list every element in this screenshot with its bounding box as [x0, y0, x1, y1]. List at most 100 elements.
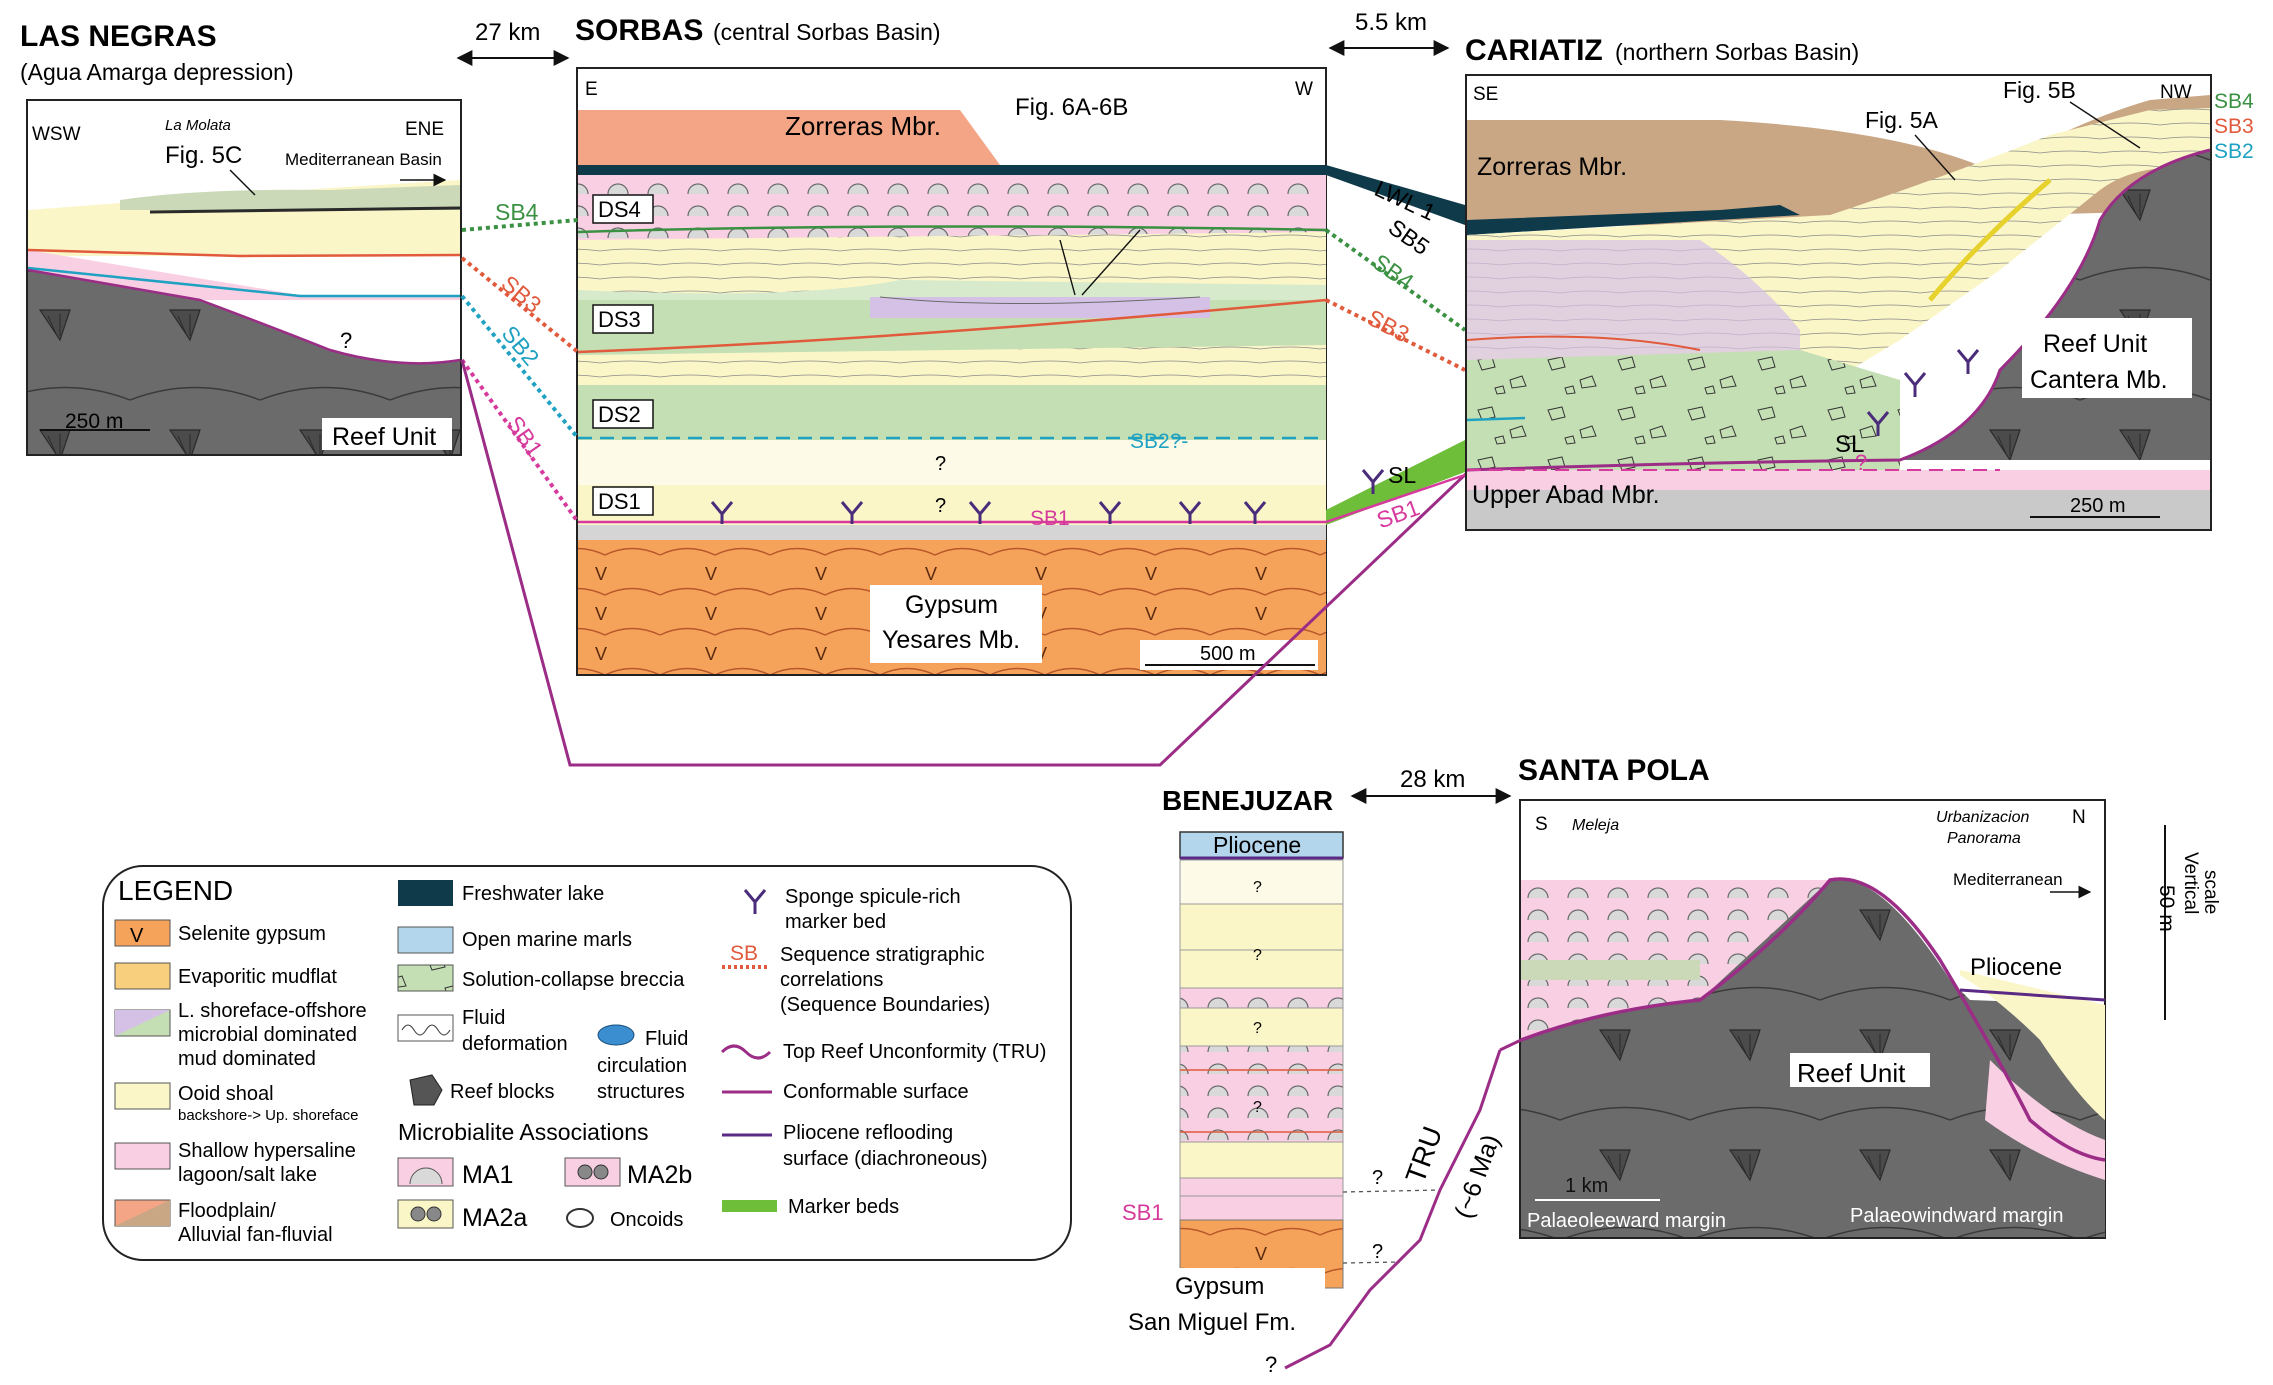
sponge-icon: [743, 889, 767, 914]
link-sb3-label: SB3: [496, 270, 546, 318]
ds2-box: [592, 399, 654, 429]
swatch-breccia: [397, 964, 454, 992]
bz-q5: ?: [1372, 1167, 1383, 1189]
oncoid-icon: [566, 1208, 594, 1228]
legend-seq-sb: SB: [730, 942, 758, 965]
right-correlations: LWL 1 SB5 SB4 SB3 SL SB1: [1324, 165, 1467, 534]
sorbas-panel: SORBAS (central Sorbas Basin) Zorreras M…: [575, 14, 1327, 676]
ds4-box: [592, 194, 654, 224]
reef-label-bg: [322, 418, 452, 450]
legend-seq-2: correlations: [780, 969, 883, 991]
ds4-lagoon: [578, 175, 1326, 240]
marker-bed-link: [1326, 440, 1465, 525]
las-negras-reef-unit: Reef Unit: [332, 423, 436, 451]
santa-pola-panel: SANTA POLA S Meleja Urbanizacion Panoram…: [1499, 754, 2106, 1239]
bz-bed-1: [1179, 859, 1344, 905]
distance-28-label: 28 km: [1400, 766, 1465, 793]
ma-bed-ds3: [879, 296, 1201, 304]
swatch-lagoon: [114, 1142, 171, 1170]
cariatiz-sb3-label: SB3: [2214, 115, 2254, 138]
legend-sponge-1: Sponge spicule-rich: [785, 886, 961, 908]
sl-sponge: [1361, 469, 1385, 494]
link-sb3: [460, 256, 580, 354]
distance-27-label: 27 km: [475, 19, 540, 46]
cariatiz-sb2: [1466, 416, 1526, 422]
legend-marls: Open marine marls: [462, 929, 632, 951]
fig5c-pointer: [229, 169, 256, 196]
zorreras-body: [578, 110, 1000, 165]
legend-fluid-circ-1: Fluid: [645, 1028, 688, 1050]
marker-bed-swatch: [722, 1200, 777, 1212]
link-sb2-label: SB2: [497, 321, 545, 371]
link-sb1: [460, 358, 580, 524]
cariatiz-breccia: [1467, 350, 1900, 470]
sorbas-sb3: [577, 298, 1327, 354]
bz-bed-4: [1179, 987, 1344, 1009]
bz-q3: ?: [1253, 1020, 1262, 1037]
legend-lagoon-1: Shallow hypersaline: [178, 1140, 356, 1162]
left-correlations: SB4 SB3 SB2 SB1: [460, 199, 1472, 767]
legend-frame: [102, 865, 1072, 1261]
cariatiz-reef-2: Cantera Mb.: [2030, 366, 2168, 394]
bz-bed-8: [1179, 1177, 1344, 1197]
cariatiz-sb4-label: SB4: [2214, 90, 2254, 113]
bz-sb1: SB1: [1122, 1200, 1164, 1225]
tru-icon: [720, 1044, 772, 1060]
legend-fluid-circ-2: circulation: [597, 1055, 687, 1077]
vertical-scale: Vertical scale 50 m: [2155, 825, 2221, 1020]
fig5a-label: Fig. 5A: [1865, 107, 1939, 133]
sp-plio-surface: [1959, 988, 2106, 1002]
sb2-line: [27, 266, 460, 298]
cariatiz-sb3: [1466, 335, 1701, 351]
fig6-pointer: [1059, 229, 1141, 296]
gypsum-label-2: Yesares Mb.: [882, 626, 1020, 654]
cariatiz-reef-1: Reef Unit: [2043, 330, 2147, 358]
bz-dashed-ties: [1342, 1189, 1441, 1264]
ds2-shoreface: [578, 385, 1326, 440]
bz-q6: ?: [1372, 1241, 1383, 1263]
lwl-link: [1326, 165, 1465, 225]
sponge-markers: [710, 501, 1267, 524]
bz-bed-5: [1179, 1007, 1344, 1047]
legend-ma2b: MA2b: [627, 1161, 692, 1189]
bz-gypsum-1: Gypsum: [1175, 1273, 1264, 1300]
cariatiz-nw: NW: [2160, 82, 2192, 103]
cariatiz-q: ?: [1855, 450, 1867, 475]
bz-gypsum-label-bg: [1165, 1268, 1325, 1336]
bz-q2: ?: [1253, 947, 1262, 964]
swatch-selenite-v: V: [130, 925, 144, 947]
las-negras-scale: 250 m: [65, 410, 123, 433]
sp-reef-bg: [1790, 1053, 1930, 1087]
swatch-fluid-wave: [401, 1024, 451, 1036]
legend-breccia: Solution-collapse breccia: [462, 969, 685, 991]
cariatiz-reef-bg: [2022, 318, 2192, 398]
sp-meleja: Meleja: [1572, 817, 1619, 834]
ds4-shoreface: [578, 280, 1326, 300]
legend-plio-2: surface (diachroneous): [783, 1148, 988, 1170]
ds2-ooid: [578, 440, 1326, 485]
distance-55-label: 5.5 km: [1355, 9, 1427, 36]
legend-selenite: Selenite gypsum: [178, 923, 326, 945]
sb3-line: [27, 248, 461, 258]
ma2a-icon: [410, 1206, 426, 1222]
las-negras-panel: LAS NEGRAS (Agua Amarga depression) La M…: [20, 20, 462, 456]
cariatiz-sponges: [1866, 349, 1980, 436]
sp-ma2: [1521, 960, 1700, 980]
gypsum-label-1: Gypsum: [905, 591, 998, 619]
legend-fluid-def-1: Fluid: [462, 1007, 505, 1029]
legend-ooid-2: backshore-> Up. shoreface: [178, 1107, 359, 1124]
las-negras-question: ?: [340, 328, 352, 353]
link-sb1-label: SB1: [502, 411, 548, 462]
sorbas-title: SORBAS: [575, 14, 703, 47]
legend-title: LEGEND: [118, 875, 233, 906]
link-sb2: [460, 294, 580, 440]
cariatiz-scale: 250 m: [2070, 495, 2126, 517]
link-sb4-label: SB4: [495, 199, 539, 225]
legend-fluid-circ-3: structures: [597, 1081, 685, 1103]
sp-tru-join: [1499, 1038, 1522, 1052]
santa-pola-title: SANTA POLA: [1518, 754, 1710, 787]
benejuzar-title: BENEJUZAR: [1162, 785, 1333, 816]
bz-bed-7: [1179, 1141, 1344, 1179]
sorbas-west: W: [1295, 79, 1313, 100]
fig5a-pointer: [1914, 134, 1956, 181]
